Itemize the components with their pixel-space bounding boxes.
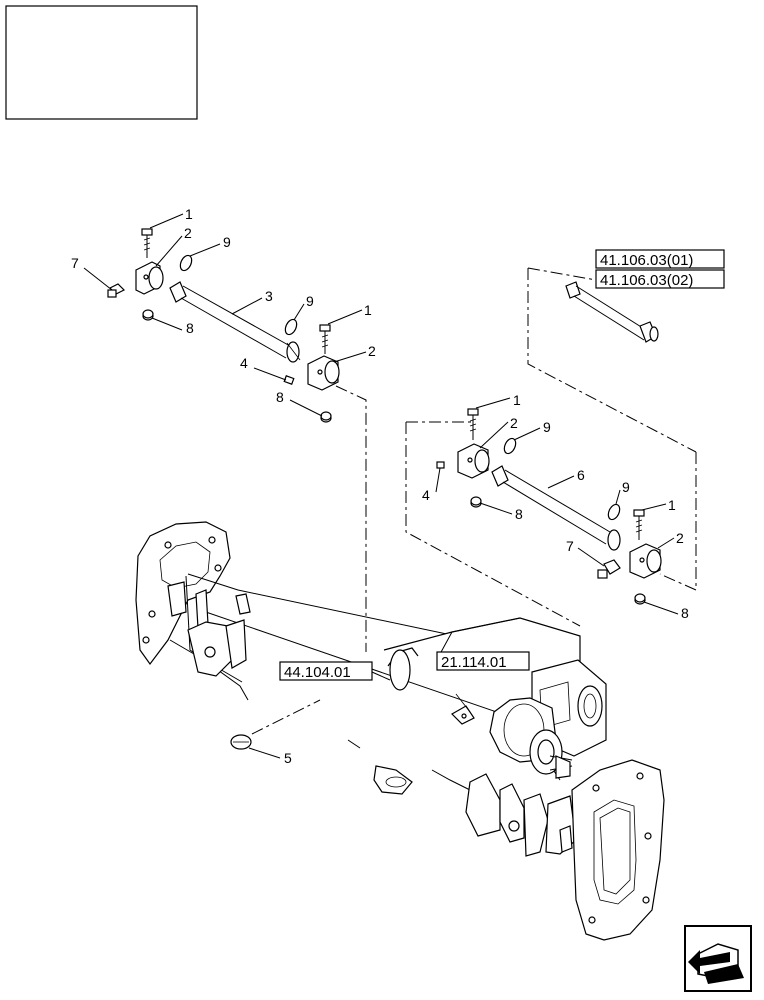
callout-label: 7 xyxy=(566,538,574,554)
shaft-icon xyxy=(565,281,659,343)
callout-label: 4 xyxy=(240,355,248,371)
ref-label: 41.106.03(02) xyxy=(600,272,693,289)
bolt-icon xyxy=(467,408,479,440)
ref-label: 44.104.01 xyxy=(284,664,351,681)
ref-21-group: 21.114.01 xyxy=(436,651,530,671)
callout-label: 8 xyxy=(515,506,523,522)
callouts-left: 1 2 9 7 8 3 9 1 2 4 8 xyxy=(71,206,376,417)
coupler-icon xyxy=(629,543,662,579)
bevel-gear-icon xyxy=(489,697,573,779)
dashed-guide xyxy=(335,385,367,652)
coupler-icon xyxy=(457,443,490,479)
callout-label: 2 xyxy=(676,530,684,546)
callout-label: 3 xyxy=(265,288,273,304)
coupler-icon xyxy=(307,355,340,391)
bolt-icon xyxy=(141,228,153,258)
callout-label: 4 xyxy=(422,487,430,503)
callout-label: 9 xyxy=(543,419,551,435)
title-box xyxy=(5,5,198,120)
shaft-assembly-right xyxy=(436,408,662,605)
cover-plate-icon xyxy=(230,734,252,750)
callout-label: 5 xyxy=(284,750,292,766)
shaft-icon xyxy=(169,281,301,363)
callouts-right: 1 2 9 4 8 6 9 1 2 7 8 xyxy=(422,392,689,621)
bolt-icon xyxy=(633,509,645,540)
callout-label: 2 xyxy=(368,343,376,359)
callout-label: 9 xyxy=(306,293,314,309)
nut-icon xyxy=(320,411,332,423)
dashed-guide xyxy=(527,267,697,453)
shaft-assembly-left xyxy=(107,228,340,423)
grease-fitting-icon xyxy=(597,559,621,579)
callout-label: 1 xyxy=(513,392,521,408)
nut-icon xyxy=(142,309,154,321)
callout-label: 1 xyxy=(185,206,193,222)
ref-label: 21.114.01 xyxy=(441,654,507,671)
next-page-arrow-icon[interactable] xyxy=(684,925,752,992)
o-ring-icon xyxy=(179,254,193,272)
o-ring-icon xyxy=(284,318,298,336)
callout-label: 7 xyxy=(71,255,79,271)
dashed-guide xyxy=(251,699,321,735)
callout-label: 8 xyxy=(186,320,194,336)
nut-icon xyxy=(634,593,646,605)
ref-44-group: 44.104.01 xyxy=(279,661,391,681)
callout-label: 8 xyxy=(276,389,284,405)
coupler-icon xyxy=(135,261,164,295)
grease-fitting-icon xyxy=(107,283,126,298)
callout-label: 2 xyxy=(510,415,518,431)
set-screw-icon xyxy=(436,461,445,469)
o-ring-icon xyxy=(503,437,517,455)
callout-label: 9 xyxy=(223,234,231,250)
callout-label: 6 xyxy=(577,467,585,483)
bolt-icon xyxy=(319,324,331,354)
nut-icon xyxy=(470,496,482,508)
callout-label: 9 xyxy=(622,479,630,495)
set-screw-icon xyxy=(283,375,295,385)
gearbox-housing xyxy=(135,521,665,941)
ref-41-group: 41.106.03(01) 41.106.03(02) xyxy=(595,249,725,289)
dashed-guide xyxy=(405,421,697,627)
ref-label: 41.106.03(01) xyxy=(600,252,693,269)
o-ring-icon xyxy=(607,503,621,521)
callout-label: 1 xyxy=(364,302,372,318)
callout-label: 2 xyxy=(184,225,192,241)
shaft-icon xyxy=(491,465,621,551)
callout-label: 8 xyxy=(681,605,689,621)
callout-label: 1 xyxy=(668,497,676,513)
